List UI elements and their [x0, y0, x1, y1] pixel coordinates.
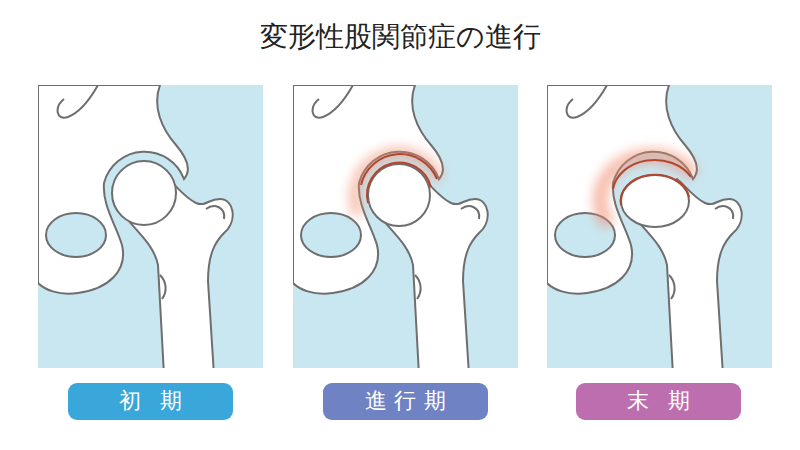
- stage-label: 初期: [68, 383, 233, 420]
- diagram-title: 変形性股関節症の進行: [0, 18, 800, 56]
- progressive-stage-panel: [293, 85, 518, 375]
- stage-label: 末期: [576, 383, 741, 420]
- stage-label: 進行期: [323, 383, 488, 420]
- early-stage-panel: [38, 85, 263, 375]
- end-stage-panel: [547, 85, 772, 375]
- stage-name: 末期: [627, 388, 711, 414]
- stage-name: 進行期: [365, 388, 454, 414]
- stage-name: 初期: [119, 388, 203, 414]
